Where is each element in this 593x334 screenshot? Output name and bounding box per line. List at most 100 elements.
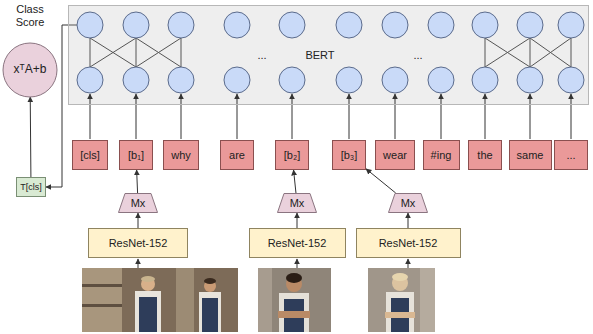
- hidden-unit: [224, 12, 250, 38]
- attention-link: [530, 38, 571, 67]
- mx-projection-outline: [278, 194, 317, 213]
- video-frame: [368, 268, 435, 332]
- hidden-unit: [168, 67, 194, 93]
- mx-projection: Mx: [277, 193, 317, 213]
- hidden-unit: [224, 67, 250, 93]
- token-box: [b₁]: [119, 140, 153, 170]
- mx-projection: Mx: [118, 193, 158, 213]
- connector-arrow: [30, 97, 32, 177]
- token-box: [b₃]: [332, 140, 366, 170]
- attention-link: [136, 38, 137, 67]
- hidden-unit: [428, 12, 454, 38]
- node-text: ResNet-152: [109, 237, 168, 250]
- attention-link: [571, 38, 572, 67]
- node-text: ResNet-152: [379, 237, 438, 250]
- hidden-unit: [168, 12, 194, 38]
- connector-arrow: [138, 213, 139, 228]
- hidden-unit: [472, 12, 498, 38]
- video-frame: [82, 304, 122, 307]
- input-arrow: [90, 94, 571, 268]
- hidden-unit: [336, 12, 362, 38]
- heading-label: Class Score: [16, 3, 45, 28]
- video-frame: [141, 277, 155, 291]
- hidden-unit: [558, 12, 584, 38]
- video-frame: [202, 298, 218, 332]
- node-text: wear: [383, 149, 407, 162]
- input-arrow: [136, 94, 137, 139]
- attention-link: [530, 38, 571, 67]
- connector-arrow: [136, 170, 138, 193]
- node-text: ...: [257, 49, 266, 62]
- video-frame: [82, 268, 238, 332]
- hidden-unit: [472, 67, 498, 93]
- hidden-unit: [336, 67, 362, 93]
- node-text: the: [477, 149, 492, 162]
- connector-arrow: [46, 25, 68, 187]
- connector-arrow: [294, 170, 296, 193]
- hidden-unit: [123, 67, 149, 93]
- hidden-unit: [428, 67, 454, 93]
- node-text: [b₂]: [284, 149, 301, 162]
- token-box: [b₂]: [275, 140, 309, 170]
- video-frame: [258, 268, 272, 332]
- token-box: same: [509, 140, 552, 170]
- hidden-unit: [517, 67, 543, 93]
- video-frame: [82, 268, 238, 332]
- video-frame: [279, 293, 309, 332]
- node-text: are: [229, 149, 245, 162]
- attention-link: [485, 38, 530, 67]
- video-frame: [139, 297, 157, 332]
- video-frame: [82, 284, 122, 287]
- video-frame: [420, 268, 435, 332]
- video-frame: [204, 278, 216, 284]
- connector-arrow: [297, 213, 298, 228]
- video-frame: [176, 268, 194, 332]
- token-box: ...: [554, 140, 588, 170]
- token-box: [cls]: [72, 140, 108, 170]
- video-frame: [258, 268, 331, 332]
- hidden-unit: [517, 12, 543, 38]
- bert-panel: [68, 5, 589, 105]
- connector-arrow: [366, 169, 396, 193]
- attention-link: [136, 38, 181, 67]
- connector-arrow: [408, 213, 409, 228]
- attention-link: [68, 25, 77, 26]
- hidden-unit: [558, 67, 584, 93]
- resnet-box: ResNet-152: [249, 228, 346, 258]
- cls-output-box: T[cls]: [16, 177, 46, 197]
- node-text: ...: [413, 49, 422, 62]
- attention-link: [136, 38, 181, 67]
- hidden-unit: [382, 67, 408, 93]
- hidden-unit: [77, 12, 584, 93]
- mx-projection-outline: [389, 194, 428, 213]
- input-arrow: [138, 259, 139, 268]
- node-text: why: [171, 149, 191, 162]
- token-box: #ing: [423, 140, 460, 170]
- input-arrow: [90, 94, 91, 139]
- video-frame: [385, 312, 415, 318]
- input-arrow: [181, 94, 182, 139]
- video-frame: [286, 273, 302, 283]
- input-arrow: [395, 94, 396, 139]
- node-text: Mx: [290, 197, 305, 210]
- node-text: xᵀA+b: [14, 63, 47, 77]
- node-text: #ing: [431, 149, 452, 162]
- input-arrow: [297, 259, 298, 268]
- hidden-unit: [382, 12, 408, 38]
- node-text: ResNet-152: [268, 237, 327, 250]
- video-frame: [368, 268, 435, 332]
- node-text: Mx: [401, 197, 416, 210]
- attention-link: [90, 38, 136, 67]
- token-box: the: [468, 140, 502, 170]
- node-text: BERT: [305, 49, 334, 62]
- token-box: are: [220, 140, 254, 170]
- video-frame: [392, 273, 408, 281]
- node-text: [b₁]: [128, 149, 144, 162]
- class-score-circle: xᵀA+b: [2, 42, 58, 98]
- input-arrow: [237, 94, 238, 139]
- attention-link: [485, 38, 486, 67]
- input-arrow: [530, 94, 531, 139]
- video-frame: [386, 292, 414, 332]
- node-text: [cls]: [80, 149, 100, 162]
